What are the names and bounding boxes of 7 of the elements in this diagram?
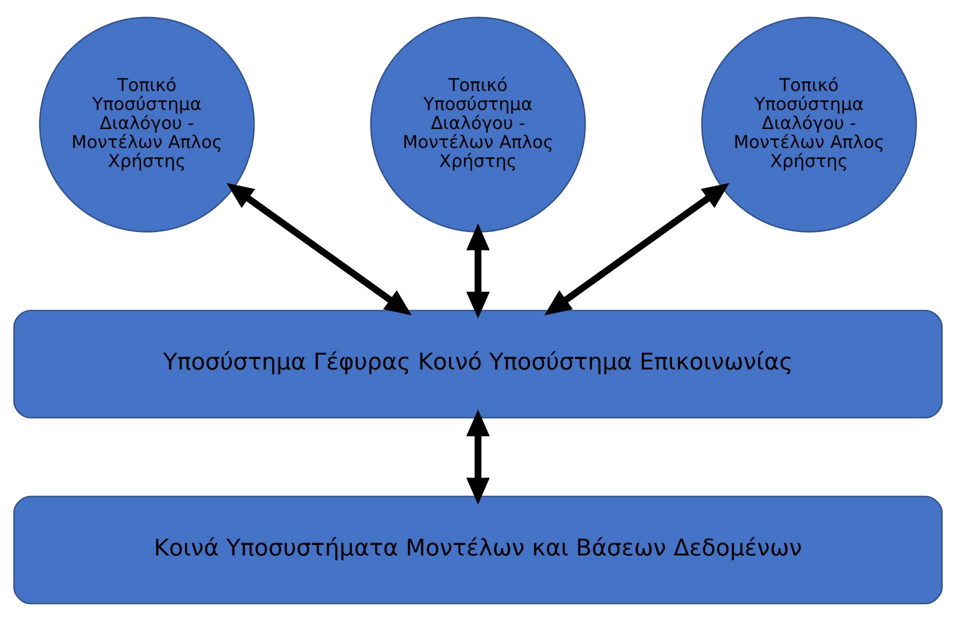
arrow bbox=[226, 182, 412, 316]
node-box: Υποσύστημα Γέφυρας Κοινό Υποσύστημα Επικοινωνίας bbox=[13, 310, 943, 418]
arrow bbox=[466, 223, 490, 318]
node-box: Κοινά Υποσυστήματα Μοντέλων και Βάσεων Δεδομένων bbox=[13, 496, 943, 604]
node-circle: Τοπικό Υποσύστημα Διαλόγου - Μοντέλων Απλος Χρήστης bbox=[370, 16, 586, 232]
arrow bbox=[466, 409, 490, 505]
arrow bbox=[544, 182, 730, 316]
